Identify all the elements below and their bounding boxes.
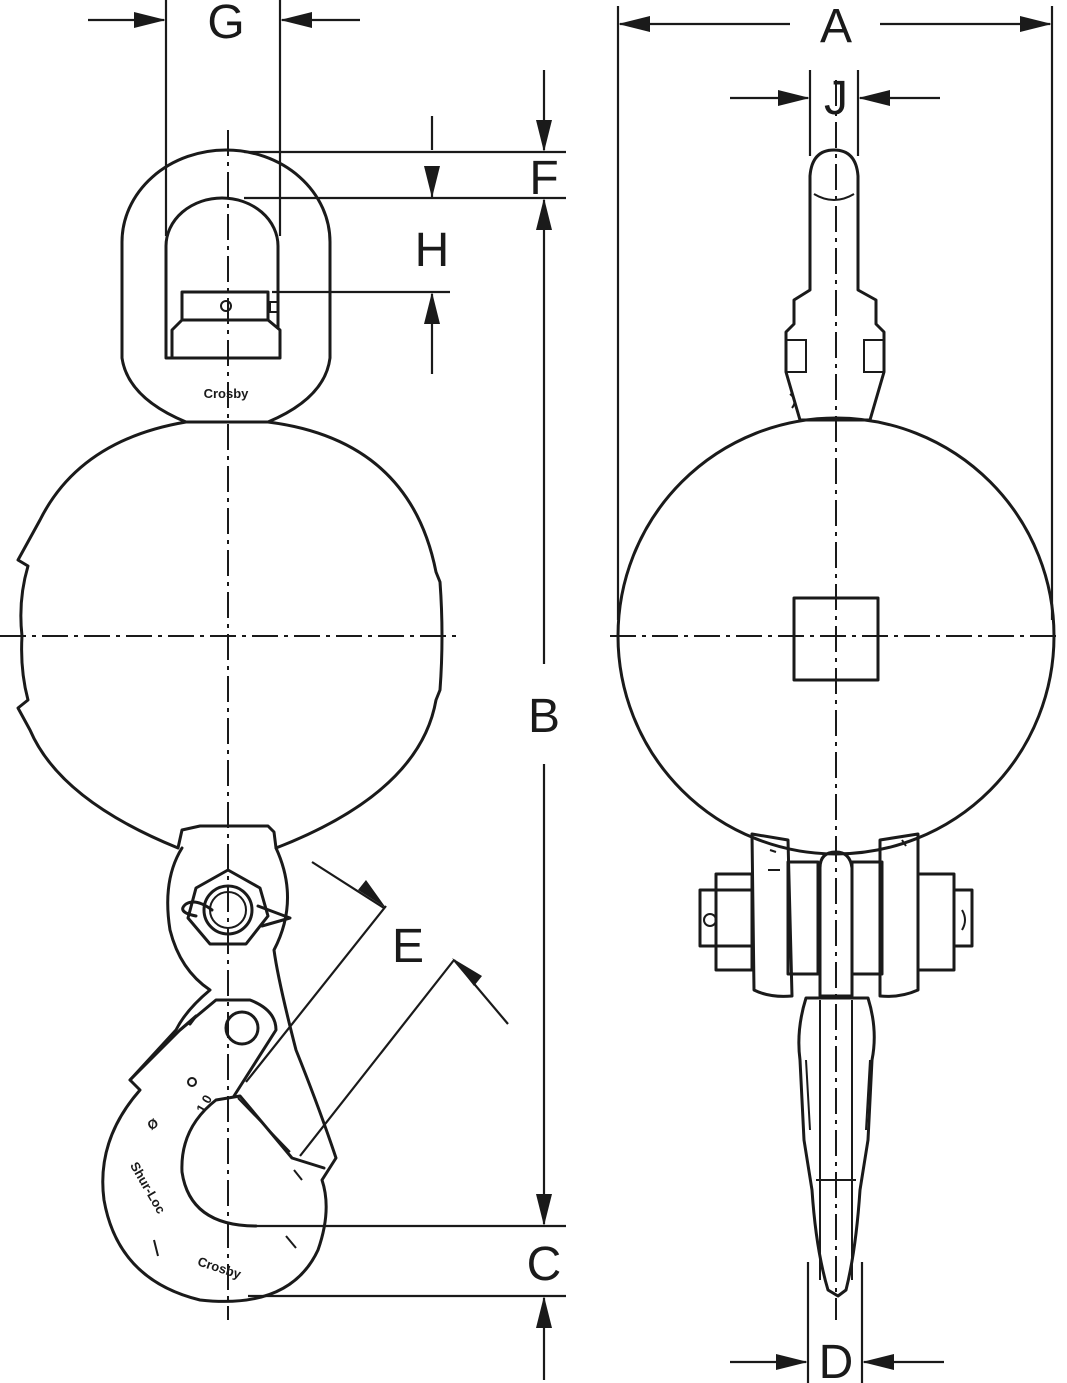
front-view: Crosby 1 0 Ø Shur xyxy=(0,130,460,1320)
svg-text:1 0: 1 0 xyxy=(193,1092,215,1115)
dimension-h: H xyxy=(272,224,450,374)
swivel-eye: Crosby xyxy=(120,148,332,424)
dimension-b: B xyxy=(528,70,560,1226)
label-j: J xyxy=(824,72,848,125)
dimension-a: A xyxy=(616,0,1054,620)
label-h: H xyxy=(415,224,450,277)
sheave-housing xyxy=(16,420,444,850)
hook-brand-marking: Crosby xyxy=(196,1254,244,1282)
label-b: B xyxy=(528,690,560,743)
dimension-j: J xyxy=(730,70,940,156)
hook-body: 1 0 Ø Shur-Loc Crosby xyxy=(101,846,338,1303)
side-view xyxy=(610,80,1062,1320)
label-f: F xyxy=(529,152,558,205)
dimension-e: E xyxy=(245,861,509,1157)
swivel-brand-marking: Crosby xyxy=(204,386,250,401)
side-eye-shank xyxy=(784,148,886,422)
label-d: D xyxy=(819,1336,854,1383)
label-c: C xyxy=(527,1238,562,1291)
dimension-lines: A J D G xyxy=(88,0,1054,1383)
dimension-c: C xyxy=(248,1224,566,1380)
label-g: G xyxy=(207,0,244,49)
dimension-g: G xyxy=(88,0,360,236)
latch-name-marking: Shur-Loc xyxy=(127,1159,169,1216)
dimension-d: D xyxy=(730,1262,944,1383)
dimension-f: F xyxy=(244,116,566,205)
label-a: A xyxy=(820,0,852,53)
svg-text:Ø: Ø xyxy=(145,1115,161,1133)
label-e: E xyxy=(392,920,424,973)
side-lower-assembly xyxy=(698,832,974,1298)
